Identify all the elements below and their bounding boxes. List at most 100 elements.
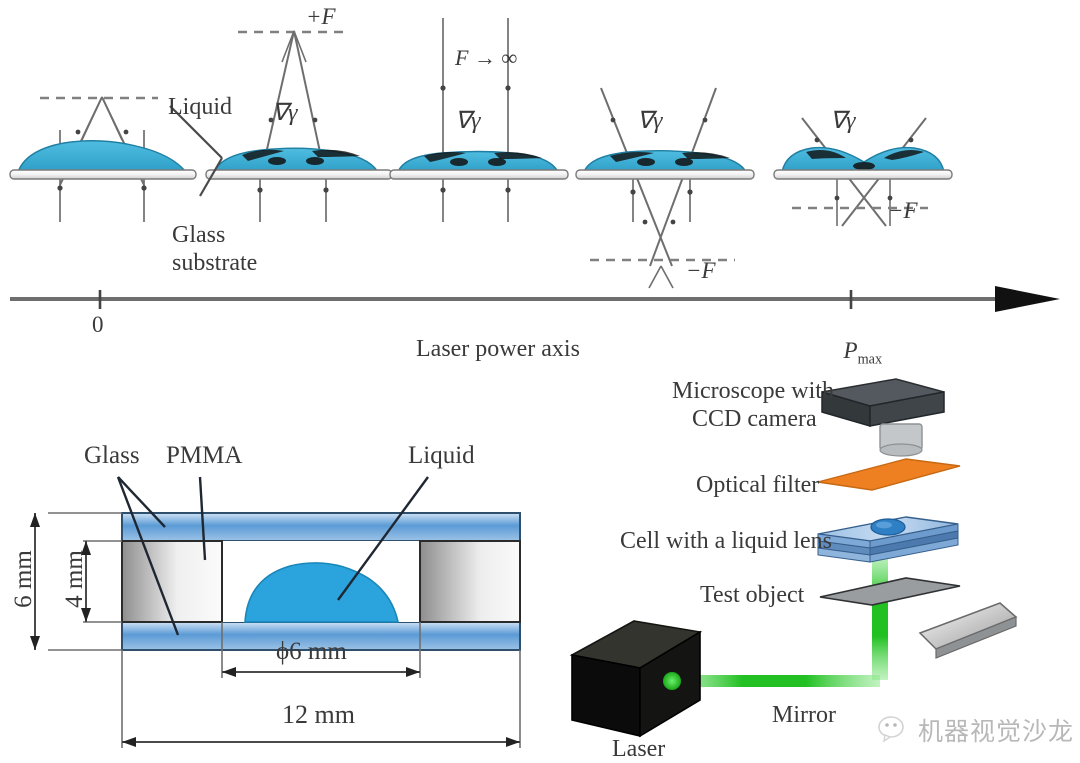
camera-lens-bottom xyxy=(879,443,923,457)
panel-4-dot-ray-r xyxy=(702,117,708,123)
panel-4-dot-ray-l2 xyxy=(642,219,648,225)
label-test-object: Test object xyxy=(700,582,805,608)
label-liquid-cell: Cell with a liquid lens xyxy=(620,528,832,554)
panel-4-marangoni-patch-left xyxy=(610,152,654,162)
laser-aperture-spot xyxy=(663,672,681,690)
pmma-label-leader xyxy=(198,476,207,561)
dim-6mm-arrow-bottom xyxy=(30,636,40,650)
panel-3-group xyxy=(389,18,569,222)
cell-side-3 xyxy=(869,537,959,563)
beam-horizontal xyxy=(668,675,880,687)
panel-1-dot-r xyxy=(141,185,147,191)
axis-caption: Laser power axis xyxy=(416,336,580,362)
dim-label-inner-height: 4 mm xyxy=(60,550,88,608)
panel-2-dot-ray-l xyxy=(268,117,274,123)
panel-2-glass-substrate xyxy=(205,169,393,180)
panel-5-group xyxy=(773,117,953,227)
cell-cross-section-group xyxy=(30,476,521,748)
optical-setup-group xyxy=(569,378,1018,738)
test-object-plate xyxy=(819,577,961,606)
panel-5-dot-r xyxy=(887,195,893,201)
panel-4-ray-cross-a xyxy=(660,265,674,289)
dim-label-aperture: ϕ6 mm xyxy=(276,638,347,665)
panel-1-group xyxy=(9,96,197,222)
label-optical-filter: Optical filter xyxy=(696,472,820,498)
label-panel-3-gradient: ∇γ xyxy=(455,108,481,134)
label-cell-pmma: PMMA xyxy=(166,442,243,469)
panel-5-dot-ray-l xyxy=(814,137,820,143)
axis-tick-label-max-sub: max xyxy=(857,351,883,368)
panel-3-dot-r2 xyxy=(505,187,511,193)
panel-2-marangoni-patch-left xyxy=(242,149,284,161)
panel-3-marangoni-patch-right xyxy=(494,152,542,159)
axis-arrowhead xyxy=(995,286,1060,312)
panel-1-glass-substrate xyxy=(9,169,197,180)
dim-4mm-arrow-top xyxy=(81,541,91,555)
panel-5-flow-arrow-center xyxy=(853,162,875,170)
panel-4-dot-ray-l xyxy=(610,117,616,123)
glass-label-leader-top xyxy=(117,476,166,528)
panel-2-flow-arrow-left xyxy=(268,157,286,165)
beam-vertical xyxy=(872,555,888,680)
laser-source xyxy=(569,620,703,738)
panel-2-dot-ray-r xyxy=(312,117,318,123)
panel-1-ray-cross-b xyxy=(81,96,103,141)
mirror-edge xyxy=(935,616,1017,659)
label-microscope-line2: CCD camera xyxy=(692,406,817,432)
liquid-leader-line xyxy=(169,105,223,159)
panel-2-ray-cross-b xyxy=(281,30,295,63)
panel-2-group xyxy=(205,30,393,222)
liquid-lens-highlight xyxy=(876,521,892,529)
panel-4-group xyxy=(575,87,755,289)
label-panel-3-force: F → ∞ xyxy=(455,45,518,70)
cell-glass-bottom xyxy=(121,621,521,651)
dim-label-total-width: 12 mm xyxy=(282,700,355,729)
panel-4-droplet xyxy=(582,150,748,173)
cell-pmma-right xyxy=(419,540,521,623)
liquid-label-leader xyxy=(337,476,429,601)
label-panel-2-force: +F xyxy=(306,4,336,29)
label-liquid-top: Liquid xyxy=(168,94,232,120)
panel-3-dot-l2 xyxy=(440,187,446,193)
laser-front-face xyxy=(571,654,641,738)
panel-4-flow-arrow-right xyxy=(675,158,693,166)
label-panel-5-force: −F xyxy=(888,198,918,223)
laser-power-axis-group xyxy=(10,286,1060,312)
panel-3-dot-r1 xyxy=(505,85,511,91)
dim-phi6-arrow-right xyxy=(406,667,420,677)
watermark-text: 机器视觉沙龙 xyxy=(917,717,1074,746)
panel-2-dot-l xyxy=(257,187,263,193)
panel-5-dot-l xyxy=(834,195,840,201)
panel-3-flow-arrow-left xyxy=(450,158,468,166)
panel-1-droplet xyxy=(16,140,188,173)
panel-5-glass-substrate xyxy=(773,169,953,180)
panel-3-flow-arrow-right xyxy=(488,158,506,166)
glass-substrate-leader-line xyxy=(199,157,223,197)
dim-12mm-arrow-right xyxy=(506,737,520,747)
label-panel-4-gradient: ∇γ xyxy=(637,108,663,134)
panel-2-ray-cross-a xyxy=(293,30,307,63)
panel-1-dot-l xyxy=(57,185,63,191)
panel-4-marangoni-patch-right xyxy=(682,152,730,159)
wechat-icon xyxy=(878,716,904,743)
label-panel-4-force: −F xyxy=(686,258,716,283)
panel-4-dot-r xyxy=(687,189,693,195)
dim-4mm-arrow-bottom xyxy=(81,608,91,622)
optical-filter-plate xyxy=(817,458,961,491)
label-microscope-line1: Microscope with xyxy=(672,378,834,404)
panel-2-droplet xyxy=(212,147,380,173)
glass-label-leader-bottom xyxy=(116,476,180,636)
panel-4-ray-cross-b xyxy=(648,265,662,289)
panel-5-marangoni-patch-right xyxy=(884,150,924,160)
panel-5-marangoni-patch-left xyxy=(806,150,846,159)
panel-4-dot-l xyxy=(630,189,636,195)
axis-tick-label-zero: 0 xyxy=(92,312,104,337)
label-laser: Laser xyxy=(612,736,666,762)
panel-4-dot-ray-r2 xyxy=(670,219,676,225)
label-cell-liquid: Liquid xyxy=(408,442,475,469)
dim-6mm-arrow-top xyxy=(30,513,40,527)
label-glass-substrate-line2: substrate xyxy=(172,250,258,276)
axis-tick-label-max-symbol: P xyxy=(843,337,858,363)
dim-label-outer-height: 6 mm xyxy=(9,550,37,608)
